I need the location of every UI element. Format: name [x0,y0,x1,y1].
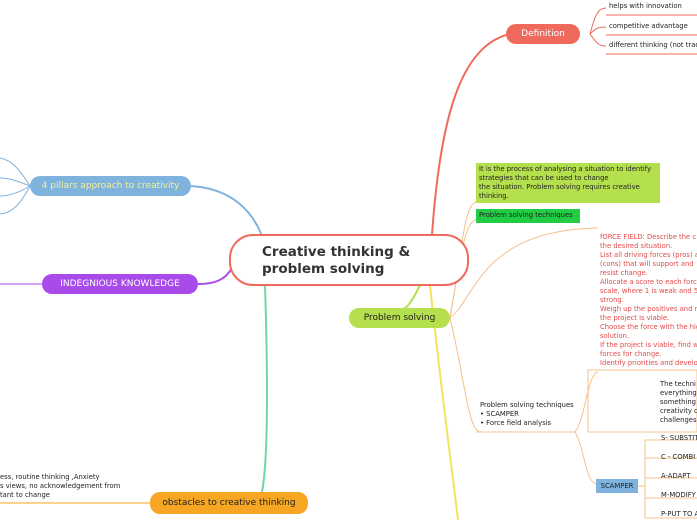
problem-solving-definition-box[interactable]: It is the process of analysing a situati… [476,163,660,203]
connector-obstacles-green [261,284,268,493]
connector-indigenous [197,267,233,285]
force-field-line-4: (cons) that will support and [600,260,694,268]
force-field-line-15: Identify priorities and develo [600,359,697,367]
scamper-item-p[interactable]: P-PUT TO A [661,510,697,518]
techniques-list-line-2: • SCAMPER [480,410,519,418]
scamper-desc-line-2: everything [660,389,697,397]
scamper-node[interactable]: SCAMPER [596,479,638,493]
techniques-list-line-1: Problem solving techniques [480,401,574,409]
force-field-line-5: resist change. [600,269,648,277]
connector-scamper-node [574,431,597,485]
force-field-line-10: the project is viable. [600,314,670,322]
force-field-line-11: Choose the force with the hig [600,323,697,331]
ps-def-line-1: It is the process of analysing a situati… [479,165,652,173]
ps-def-line-4: thinking. [479,192,509,200]
connector-problem-solving [399,284,421,311]
central-topic-line-1: Creative thinking & [262,244,411,260]
force-field-line-13: If the project is viable, find w [600,341,697,349]
obstacles-note-2: s views, no acknowledgement from [0,482,121,490]
problem-solving-node[interactable]: Problem solving [349,308,450,328]
scamper-description[interactable]: The techni everything something creativi… [660,380,697,425]
force-field-line-8: strong. [600,296,624,304]
pillars-node[interactable]: 4 pillars approach to creativity [30,176,191,196]
ps-techniques-label: Problem solving techniques [479,211,573,219]
connector-scamper-items [638,439,697,519]
scamper-desc-frame [587,369,697,433]
connector-pillars-sub-4 [0,185,31,215]
problem-solving-techniques-box[interactable]: Problem solving techniques [476,209,580,223]
central-topic-line-2: problem solving [262,261,385,277]
definition-item-1[interactable]: helps with innovation [609,2,682,10]
obstacles-note-1: ess, routine thinking ,Anxiety [0,473,100,481]
definition-label: Definition [521,29,565,39]
connector-definition-item-3 [589,33,607,47]
connector-ps-techlist [449,317,481,433]
ps-def-line-3: the situation. Problem solving requires … [479,183,640,191]
definition-item-2[interactable]: competitive advantage [609,22,688,30]
obstacles-note-3: tant to change [0,491,50,499]
force-field-line-9: Weigh up the positives and n [600,305,697,313]
scamper-item-a[interactable]: A-ADAPT [661,472,691,480]
force-field-text[interactable]: fORCE FIELD: Describe the c the desired … [600,233,697,368]
force-field-line-6: Allocate a score to each forc [600,278,697,286]
force-field-line-14: forces for change. [600,350,662,358]
force-field-line-1: fORCE FIELD: Describe the c [600,233,697,241]
techniques-list[interactable]: Problem solving techniques • SCAMPER • F… [480,401,574,428]
connector-pillars-sub-3 [0,185,31,197]
scamper-item-c[interactable]: C - COMBI [661,453,696,461]
force-field-line-12: solution. [600,332,630,340]
scamper-desc-line-4: creativity c [660,407,697,415]
central-topic[interactable]: Creative thinking & problem solving [229,234,469,286]
scamper-label: SCAMPER [600,482,634,490]
ps-def-line-2: strategies that can be used to change [479,174,609,182]
scamper-desc-line-3: something [660,398,696,406]
problem-solving-label: Problem solving [363,313,436,323]
obstacles-label: obstacles to creative thinking [162,498,296,508]
indigenous-node[interactable]: INDEGNIOUS KNOWLEDGE [42,274,198,294]
force-field-line-2: the desired situation. [600,242,673,250]
techniques-list-line-3: • Force field analysis [480,419,552,427]
obstacles-node[interactable]: obstacles to creative thinking [150,492,308,514]
connector-definition-item-1 [589,7,607,35]
force-field-line-3: List all driving forces (pros) a [600,251,697,259]
connector-definition-item-2 [589,26,607,35]
scamper-item-m[interactable]: M-MODIFY [661,491,696,499]
scamper-desc-line-5: challenges. [660,416,697,424]
definition-item-3[interactable]: different thinking (not trad [609,41,697,49]
connector-pillars-sub-2 [0,177,31,187]
connector-scamper [574,371,599,433]
force-field-line-7: scale, where 1 is weak and 5 [600,287,697,295]
connector-definition [431,33,511,236]
connector-pillars-sub-1 [0,157,31,187]
scamper-item-s[interactable]: S- SUBSTIT [661,434,697,442]
definition-node[interactable]: Definition [506,24,580,44]
pillars-label: 4 pillars approach to creativity [41,181,180,191]
scamper-desc-line-1: The techni [660,380,696,388]
indigenous-label: INDEGNIOUS KNOWLEDGE [60,279,180,289]
connector-ps-forcefield [449,227,599,319]
